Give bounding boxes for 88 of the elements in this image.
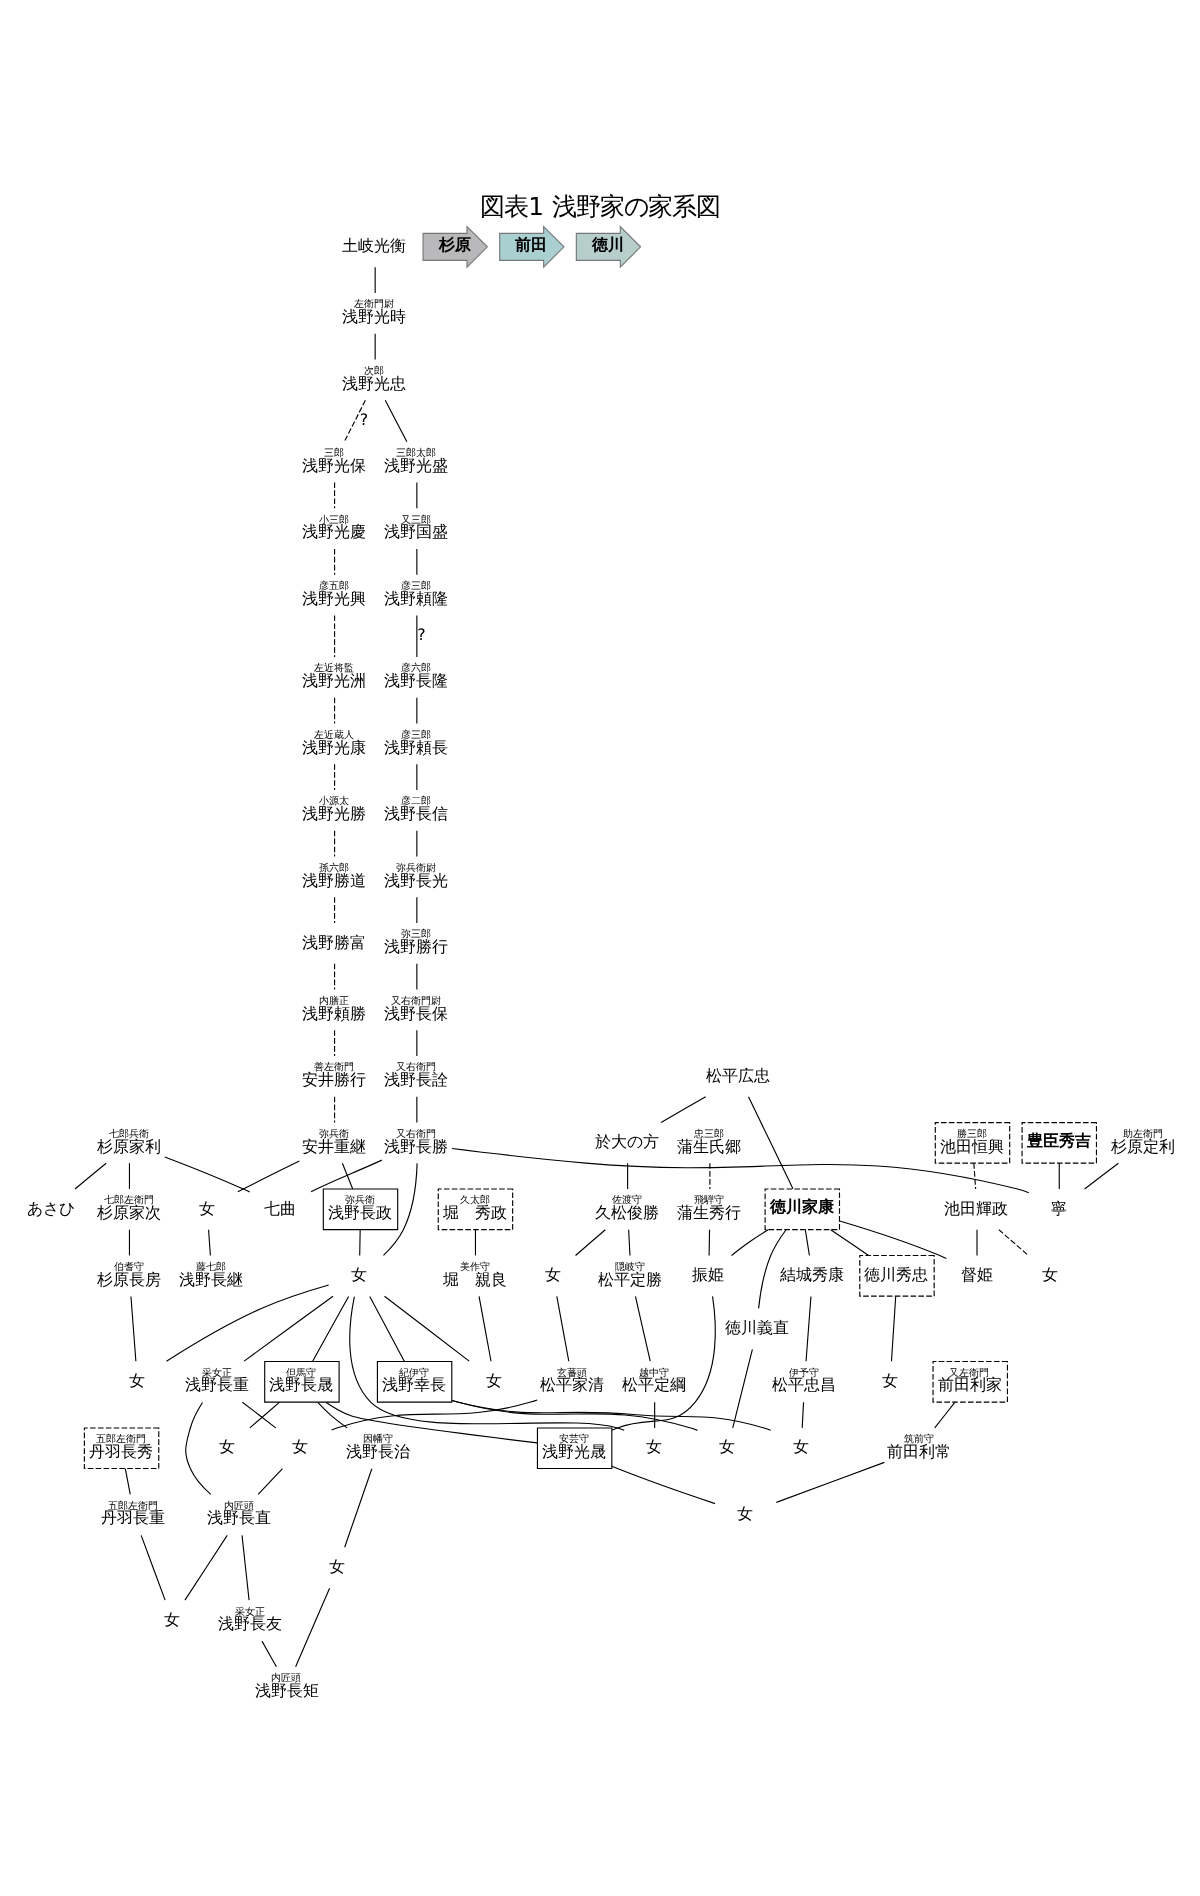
connector bbox=[334, 696, 336, 724]
connector bbox=[801, 1400, 805, 1428]
connector bbox=[634, 1294, 651, 1361]
connector bbox=[758, 1228, 787, 1308]
connector bbox=[709, 1161, 711, 1189]
connector bbox=[556, 1294, 570, 1361]
connector bbox=[416, 547, 418, 575]
connector bbox=[830, 1228, 870, 1255]
connector bbox=[973, 1161, 977, 1189]
connector bbox=[257, 1467, 284, 1494]
connector bbox=[237, 1159, 300, 1192]
connector bbox=[628, 1228, 631, 1255]
connector bbox=[654, 1400, 656, 1428]
connector bbox=[747, 1095, 794, 1189]
connector bbox=[416, 762, 418, 790]
connector bbox=[416, 1095, 418, 1123]
connector bbox=[208, 1228, 211, 1255]
connector bbox=[334, 480, 336, 508]
connector bbox=[416, 829, 418, 857]
connector bbox=[611, 1294, 716, 1430]
connector bbox=[416, 962, 418, 990]
connector bbox=[416, 480, 418, 508]
connector bbox=[317, 1400, 348, 1428]
connector bbox=[451, 1398, 698, 1430]
connector bbox=[730, 1228, 769, 1256]
connector bbox=[416, 895, 418, 923]
connector bbox=[184, 1533, 228, 1600]
connector bbox=[1058, 1161, 1060, 1189]
connector bbox=[343, 398, 366, 442]
connector bbox=[474, 1228, 477, 1255]
connector bbox=[805, 1294, 812, 1361]
connector bbox=[382, 1161, 418, 1255]
connector bbox=[310, 1158, 383, 1192]
connector bbox=[708, 1228, 711, 1255]
connector bbox=[130, 1294, 137, 1361]
connector bbox=[164, 1155, 251, 1192]
connector bbox=[124, 1467, 131, 1494]
connector bbox=[374, 265, 376, 293]
connector bbox=[804, 1228, 810, 1255]
connector bbox=[243, 1294, 334, 1361]
connector bbox=[732, 1347, 753, 1428]
connector bbox=[295, 1586, 331, 1667]
connector bbox=[334, 829, 336, 857]
connector bbox=[369, 1294, 405, 1361]
connector bbox=[261, 1639, 277, 1667]
connector bbox=[334, 1095, 336, 1123]
connector bbox=[249, 1400, 281, 1428]
connector bbox=[660, 1095, 707, 1123]
connector bbox=[334, 762, 336, 790]
connector bbox=[890, 1294, 897, 1361]
connector bbox=[341, 1161, 354, 1189]
connector bbox=[241, 1533, 250, 1600]
connector bbox=[185, 1400, 212, 1494]
connector bbox=[611, 1464, 716, 1504]
connector bbox=[574, 1228, 606, 1255]
connector bbox=[384, 398, 408, 442]
connector bbox=[451, 1146, 1030, 1193]
connector bbox=[374, 332, 376, 360]
connector bbox=[74, 1161, 107, 1189]
connector bbox=[839, 1219, 947, 1258]
connector bbox=[334, 962, 336, 990]
connector bbox=[334, 614, 336, 657]
connector bbox=[416, 696, 418, 724]
connector bbox=[334, 895, 336, 923]
connector bbox=[775, 1460, 885, 1502]
connector bbox=[241, 1400, 277, 1428]
diagram-title: 図表1 浅野家の家系図 bbox=[480, 189, 720, 220]
connector bbox=[312, 1294, 350, 1361]
connector bbox=[140, 1533, 166, 1600]
connector bbox=[416, 1028, 418, 1056]
connector bbox=[627, 1161, 629, 1189]
connector bbox=[998, 1228, 1029, 1255]
connector bbox=[383, 1294, 470, 1361]
connector bbox=[128, 1228, 131, 1255]
connector bbox=[334, 1028, 336, 1056]
connector bbox=[451, 1399, 772, 1430]
connector bbox=[1084, 1161, 1119, 1189]
connector bbox=[478, 1294, 492, 1361]
connector bbox=[325, 1400, 538, 1443]
connector bbox=[416, 614, 418, 657]
connector bbox=[344, 1467, 373, 1547]
connector bbox=[349, 1295, 625, 1430]
connector bbox=[359, 1228, 361, 1255]
connector bbox=[334, 547, 336, 575]
connector bbox=[331, 1398, 538, 1430]
connector bbox=[128, 1161, 131, 1189]
connector bbox=[165, 1283, 330, 1361]
connector bbox=[934, 1400, 956, 1428]
